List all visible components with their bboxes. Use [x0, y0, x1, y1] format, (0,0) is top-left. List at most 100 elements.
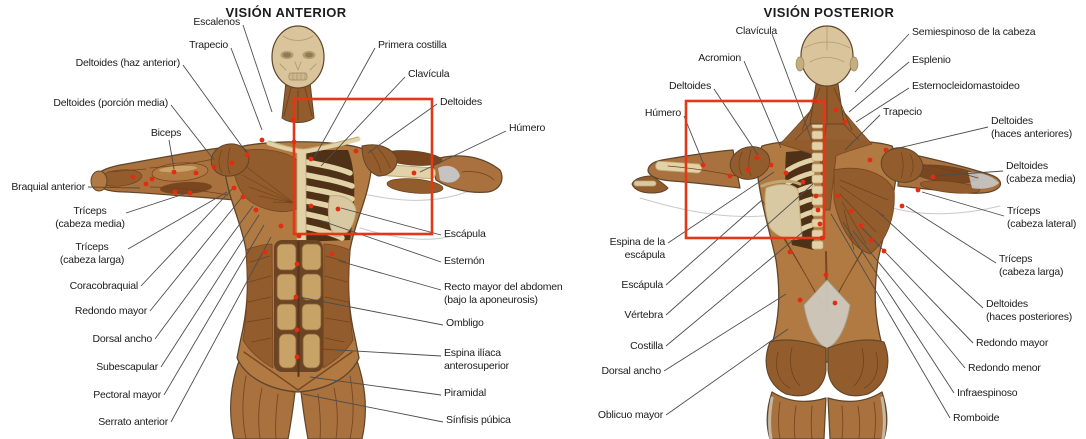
- muscle-marker: [833, 107, 839, 113]
- leader-line-escapula: [665, 199, 763, 286]
- muscle-marker: [812, 98, 818, 104]
- leader-line-triceps-cabeza-larga: [905, 205, 997, 264]
- leader-line-braquial-anterior: [87, 186, 141, 189]
- muscle-marker: [291, 139, 297, 145]
- anterior-neck: [281, 81, 315, 123]
- leader-line-costilla: [665, 230, 805, 347]
- leader-line-trapecio: [230, 47, 263, 131]
- muscle-marker: [745, 167, 751, 173]
- muscle-marker: [130, 174, 136, 180]
- posterior-infraspinatus-region: [833, 167, 895, 255]
- muscle-marker: [899, 203, 905, 209]
- muscle-marker: [244, 152, 250, 158]
- muscle-marker: [294, 327, 300, 333]
- muscle-marker: [881, 248, 887, 254]
- muscle-marker: [727, 173, 733, 179]
- leader-line-esplenio: [848, 61, 910, 113]
- muscle-marker: [259, 137, 265, 143]
- leader-line-deltoides-haz-anterior: [182, 64, 247, 153]
- leader-line-triceps-cabeza-lateral: [921, 191, 1005, 217]
- muscle-marker: [411, 170, 417, 176]
- muscle-marker: [278, 223, 284, 229]
- leader-line-escapula: [340, 207, 442, 236]
- muscle-marker: [353, 148, 359, 154]
- muscle-marker: [915, 187, 921, 193]
- leader-line-oblicuo-mayor: [665, 328, 789, 416]
- muscle-marker: [187, 190, 193, 196]
- muscle-marker: [700, 162, 706, 168]
- muscle-marker: [171, 169, 177, 175]
- muscle-marker: [308, 203, 314, 209]
- leader-line-pectoral-mayor: [163, 224, 265, 396]
- muscle-marker: [754, 155, 760, 161]
- leader-line-triceps-cabeza-media: [125, 189, 197, 214]
- highlight-box-posterior: [684, 99, 826, 240]
- muscle-marker: [835, 193, 841, 199]
- leader-line-acromion: [743, 60, 782, 149]
- muscle-marker: [819, 235, 825, 241]
- muscle-marker: [335, 206, 341, 212]
- leader-line-redondo-mayor: [861, 227, 974, 344]
- muscle-marker: [832, 300, 838, 306]
- muscle-marker: [253, 207, 259, 213]
- anterior-legs: [230, 357, 366, 439]
- muscle-marker: [800, 179, 806, 185]
- highlight-box-anterior: [292, 97, 434, 236]
- muscle-markers: [130, 98, 936, 360]
- leader-line-primera-costilla: [313, 47, 376, 159]
- leader-line-redondo-menor: [852, 230, 966, 369]
- leader-lines: [87, 24, 1005, 423]
- leader-line-clavicula: [771, 33, 813, 142]
- leader-line-redondo-mayor: [149, 195, 244, 312]
- muscle-marker: [842, 119, 848, 125]
- posterior-fascia: [803, 279, 851, 349]
- muscle-marker: [817, 221, 823, 227]
- posterior-figure-illustration: [631, 25, 1002, 439]
- leader-line-triceps-cabeza-larga: [127, 191, 228, 250]
- anterior-head: [271, 25, 325, 89]
- muscle-marker: [329, 251, 335, 257]
- anterior-view-title: VISIÓN ANTERIOR: [225, 5, 347, 20]
- leader-line-piramidal: [309, 376, 442, 396]
- muscle-marker: [240, 194, 246, 200]
- muscle-marker: [883, 147, 889, 153]
- muscle-marker: [293, 294, 299, 300]
- leader-line-esternon: [321, 220, 442, 263]
- muscle-marker: [193, 170, 199, 176]
- muscle-marker: [294, 261, 300, 267]
- muscle-marker: [290, 117, 296, 123]
- muscle-marker: [294, 354, 300, 360]
- muscle-marker: [231, 185, 237, 191]
- leader-line-deltoides-haces-posteriores: [875, 209, 984, 309]
- posterior-view-title: VISIÓN POSTERIOR: [763, 5, 895, 20]
- anterior-ribcage: [296, 148, 357, 245]
- leader-line-semiespinoso-de-la-cabeza: [854, 33, 910, 93]
- leader-line-humero: [419, 130, 507, 173]
- leader-line-clavicula: [320, 76, 406, 167]
- posterior-right-arm: [897, 151, 1002, 194]
- leader-line-recto-mayor-del-abdomen-bajo-la-aponeurosis: [338, 260, 442, 291]
- leader-line-deltoides-haces-anteriores: [885, 126, 989, 152]
- muscle-marker: [211, 164, 217, 170]
- muscle-marker: [823, 272, 829, 278]
- muscle-marker: [858, 223, 864, 229]
- posterior-scapula: [760, 179, 803, 241]
- muscle-marker: [229, 160, 235, 166]
- leader-line-deltoides-cabeza-media: [933, 170, 1004, 177]
- muscle-marker: [815, 207, 821, 213]
- leader-line-deltoides-porcion-media: [170, 104, 215, 161]
- muscle-marker: [868, 237, 874, 243]
- muscle-marker: [787, 249, 793, 255]
- anterior-clavicles: [266, 136, 361, 154]
- leader-line-humero: [683, 115, 705, 166]
- leader-line-trapecio: [844, 114, 881, 151]
- muscle-marker: [867, 157, 873, 163]
- muscle-marker: [149, 176, 155, 182]
- posterior-glutes: [765, 339, 889, 397]
- anterior-left-arm: [90, 145, 237, 201]
- leader-line-subescapular: [160, 214, 260, 368]
- muscle-marker: [848, 208, 854, 214]
- leader-line-escalenos: [242, 24, 273, 113]
- leader-line-coracobraquial: [140, 186, 235, 287]
